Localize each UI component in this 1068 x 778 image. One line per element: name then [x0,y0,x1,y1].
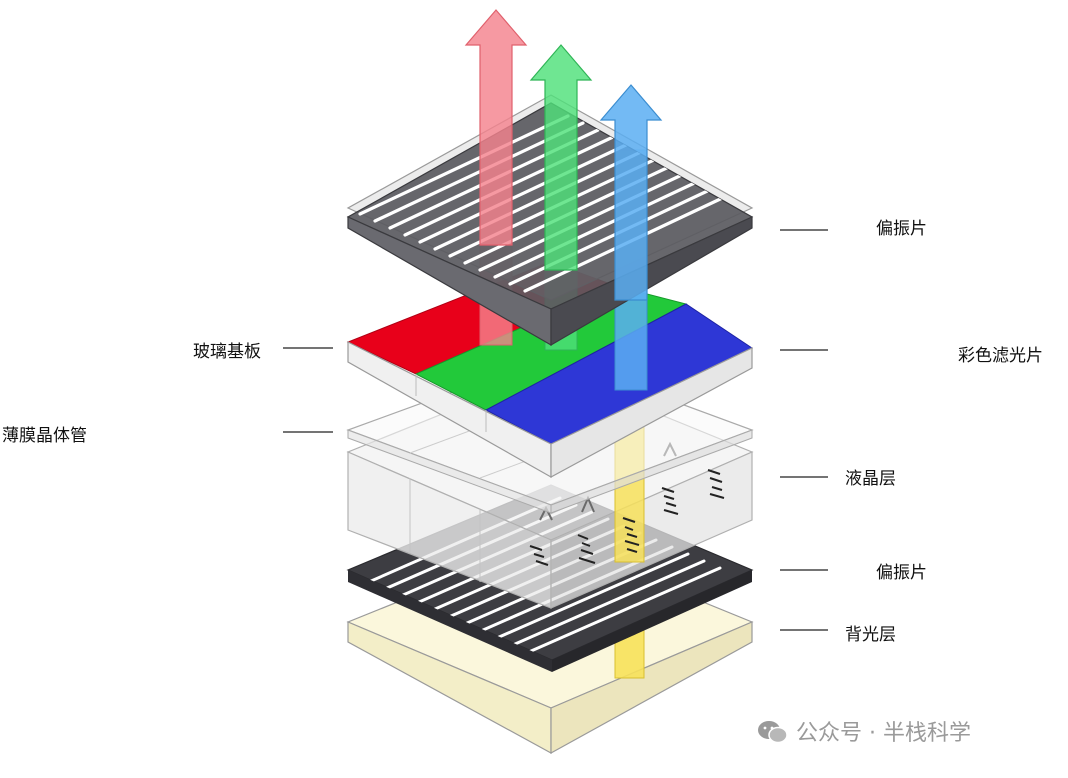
label-color-filter: 彩色滤光片 [958,346,1043,366]
label-backlight: 背光层 [845,625,896,645]
watermark-text: 公众号 · 半栈科学 [796,721,971,746]
label-tft: 薄膜晶体管 [2,426,87,446]
green-light-arrow [529,44,593,271]
label-liquid-crystal: 液晶层 [845,469,896,489]
label-bottom-polarizer: 偏振片 [876,563,927,583]
leader-lines [283,229,828,631]
blue-light-arrow [599,84,663,301]
label-glass-substrate: 玻璃基板 [193,342,261,362]
wechat-icon [758,721,788,744]
label-top-polarizer: 偏振片 [876,219,927,239]
liquid-crystal-molecules [529,469,725,566]
red-light-arrow [464,9,528,246]
